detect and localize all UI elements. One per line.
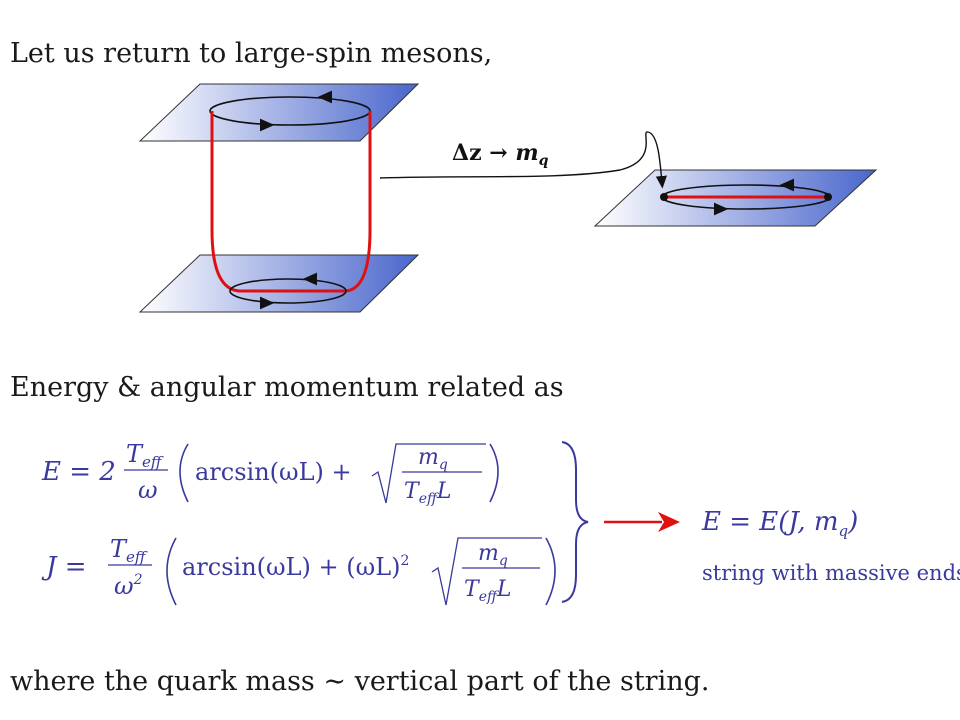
svg-text:ω: ω: [138, 476, 158, 504]
bottom-plane: [138, 254, 420, 313]
svg-text:arcsin(ωL) + (ωL)2: arcsin(ωL) + (ωL)2: [182, 553, 409, 581]
implication-arrow-head: [658, 512, 680, 532]
svg-text:mq: mq: [418, 445, 448, 473]
svg-text:E = 2: E = 2: [41, 457, 116, 487]
arrow-label-mq-sub: q: [539, 153, 549, 169]
svg-text:mq: mq: [478, 541, 508, 569]
left-mass-dot: [660, 193, 668, 201]
bottom-loop: [229, 278, 347, 304]
energy-heading: Energy & angular momentum related as: [10, 372, 564, 403]
arrow-label-mq: m: [515, 140, 538, 166]
angular-momentum-equation: J = Teff ω2 arcsin(ωL) + (ωL)2 mq TeffL: [41, 535, 556, 606]
svg-text:Δz → mq: Δz → mq: [452, 140, 549, 169]
transition-arrow: [379, 131, 667, 189]
svg-text:TeffL: TeffL: [404, 479, 452, 507]
conclusion-text: where the quark mass ∼ vertical part of …: [10, 666, 710, 697]
right-brace: [561, 441, 589, 603]
result-note: string with massive ends: [702, 561, 960, 585]
energy-equation: E = 2 Teff ω arcsin(ωL) + mq TeffL: [41, 440, 499, 507]
svg-text:arcsin(ωL) +: arcsin(ωL) +: [195, 458, 352, 486]
right-mass-dot: [824, 193, 832, 201]
svg-text:Teff: Teff: [126, 440, 164, 471]
svg-text:TeffL: TeffL: [464, 577, 512, 605]
svg-text:ω2: ω2: [114, 572, 143, 600]
top-plane: [138, 83, 420, 142]
svg-text:Teff: Teff: [110, 535, 148, 566]
result-equation: E = E(J, mq): [701, 507, 858, 540]
intro-text: Let us return to large-spin mesons,: [10, 38, 493, 69]
arrow-label-delta: Δz →: [452, 140, 515, 166]
svg-text:J =: J =: [41, 552, 86, 582]
